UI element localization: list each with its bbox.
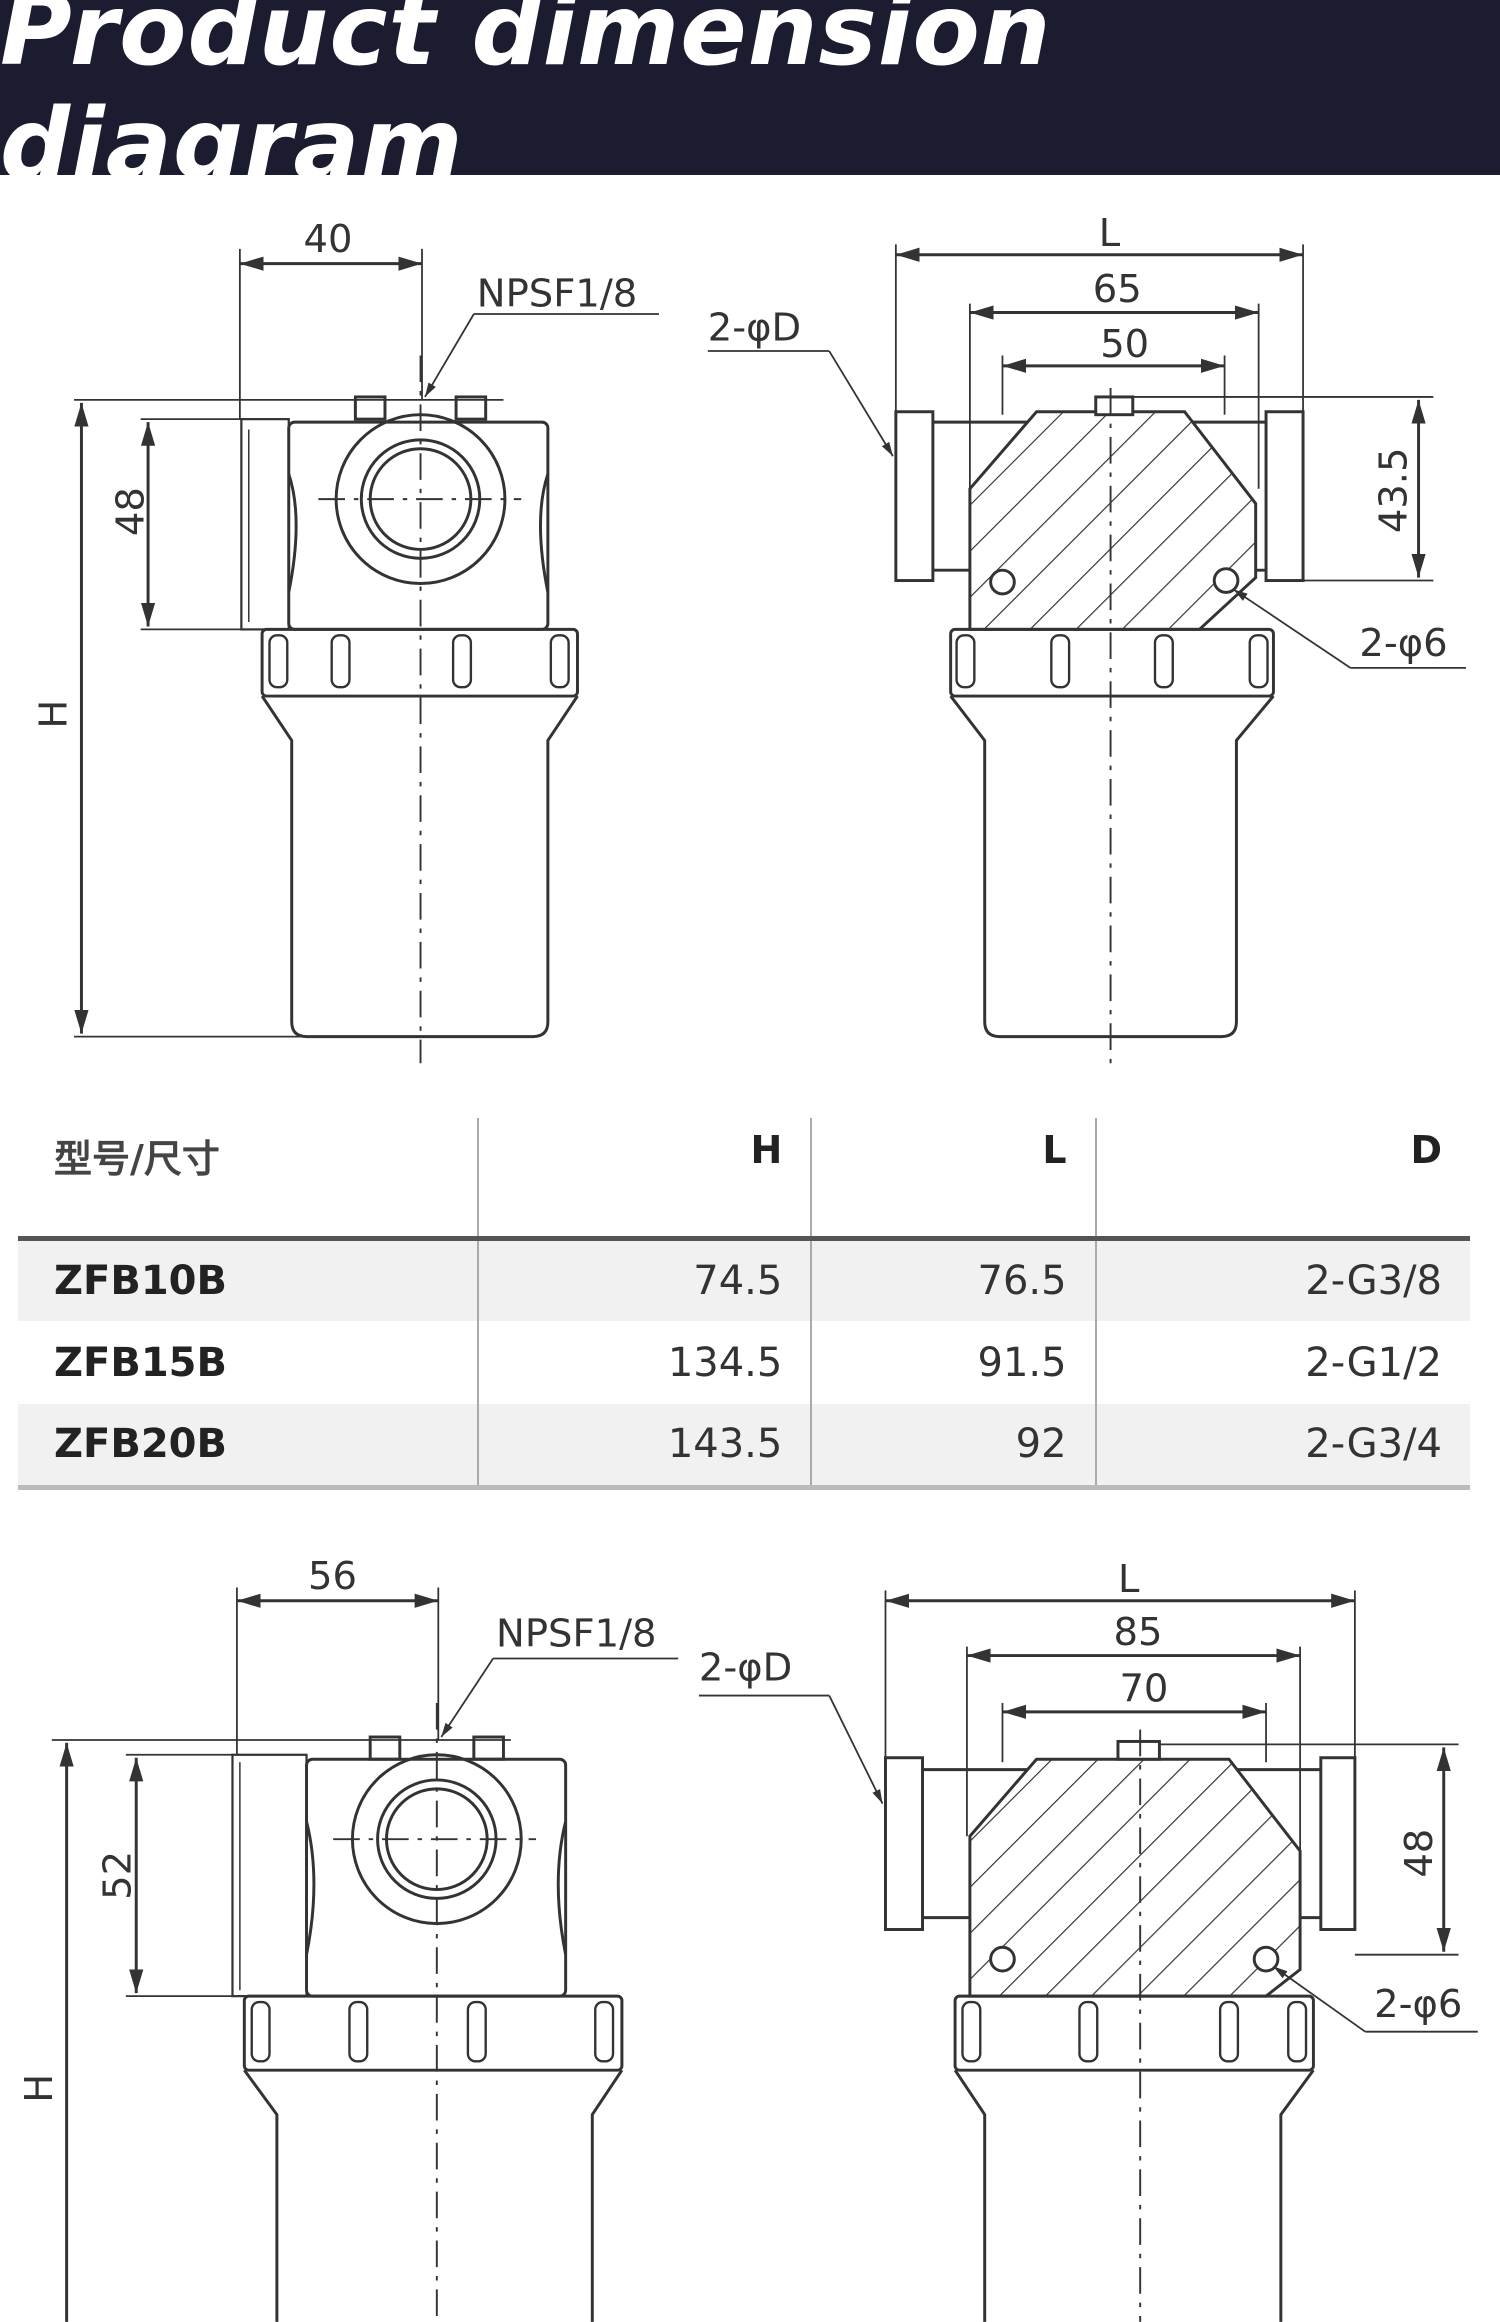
header-model: 型号/尺寸	[18, 1118, 478, 1241]
cell-l: 92	[810, 1404, 1096, 1490]
dim-outer-label: 65	[1093, 267, 1142, 312]
dim-height-label: H	[17, 2074, 62, 2103]
holes-label: 2-φ6	[1359, 621, 1447, 666]
cell-h: 74.5	[476, 1238, 812, 1321]
nut-notch	[1153, 634, 1174, 689]
port-label: NPSF1/8	[477, 272, 638, 317]
cell-d: 2-G3/4	[1094, 1404, 1470, 1490]
dim-inner-label: 50	[1100, 322, 1149, 367]
nut-notch	[330, 634, 351, 689]
nut-notch	[955, 634, 976, 689]
side-view-large	[698, 1590, 1478, 2322]
title-banner: Product dimension diagram	[0, 0, 1500, 202]
bottom-labels: 56 NPSF1/8 52 H L 85 70 2-φD 48 2-φ6	[17, 1554, 1463, 2103]
cell-h: 143.5	[476, 1404, 812, 1490]
dim-height-label: H	[32, 700, 77, 729]
nut-notch	[549, 634, 570, 689]
dim-port-h-label: 43.5	[1372, 447, 1417, 533]
page-title: Product dimension diagram	[0, 0, 1052, 202]
side-view-small	[707, 244, 1466, 1039]
header-h: H	[476, 1118, 812, 1241]
cell-l: 76.5	[810, 1238, 1096, 1321]
dim-outer-label: 85	[1114, 1610, 1163, 1655]
nut-notch	[1078, 2000, 1099, 2063]
front-view-large	[51, 1587, 679, 2322]
port-d-label: 2-φD	[708, 306, 801, 351]
dim-head-label: 48	[109, 487, 154, 536]
nut-notch	[594, 2000, 615, 2063]
dim-port-h-label: 48	[1397, 1829, 1442, 1878]
front-view-small	[74, 248, 659, 1039]
header-d: D	[1094, 1118, 1470, 1241]
dim-head-label: 52	[95, 1851, 140, 1900]
nut-notch	[466, 2000, 487, 2063]
nut-notch	[961, 2000, 982, 2063]
nut-notch	[451, 634, 473, 689]
cell-model: ZFB20B	[18, 1404, 478, 1490]
nut-notch	[1050, 634, 1071, 689]
cell-l: 91.5	[810, 1321, 1096, 1404]
dim-inner-label: 70	[1119, 1666, 1168, 1711]
cell-d: 2-G1/2	[1094, 1321, 1470, 1404]
dim-l-label: L	[1118, 1557, 1140, 1602]
cell-d: 2-G3/8	[1094, 1238, 1470, 1321]
port-label: NPSF1/8	[496, 1612, 657, 1657]
port-d-label: 2-φD	[699, 1646, 792, 1691]
header-l: L	[810, 1118, 1096, 1241]
nut-notch	[1248, 634, 1269, 689]
dim-width-label: 56	[308, 1554, 357, 1599]
nut-notch	[268, 634, 289, 689]
dim-l-label: L	[1099, 211, 1121, 256]
dim-width-label: 40	[304, 217, 353, 262]
cell-h: 134.5	[476, 1321, 812, 1404]
nut-notch	[1218, 2000, 1240, 2063]
holes-label: 2-φ6	[1374, 1982, 1462, 2027]
top-labels: 40 NPSF1/8 48 H L 65 50 2-φD 43.5 2-φ6	[32, 211, 1448, 729]
nut-notch	[250, 2000, 271, 2063]
nut-notch	[1287, 2000, 1308, 2063]
cell-model: ZFB15B	[54, 1339, 227, 1386]
nut-notch	[348, 2000, 369, 2063]
cell-model: ZFB10B	[18, 1238, 478, 1321]
